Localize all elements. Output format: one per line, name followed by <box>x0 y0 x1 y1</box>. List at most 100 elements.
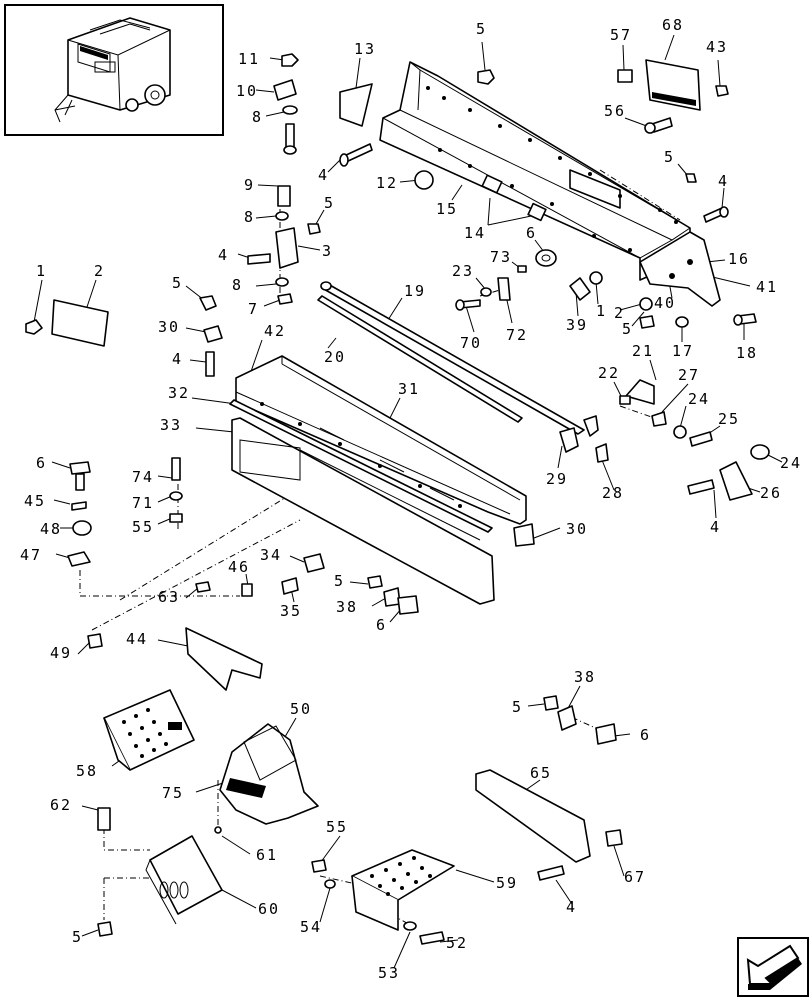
callout-5: 5 <box>72 928 83 946</box>
callout-58: 58 <box>76 762 98 780</box>
callout-29: 29 <box>546 470 568 488</box>
callout-23: 23 <box>452 262 474 280</box>
callout-54: 54 <box>300 918 322 936</box>
callout-8: 8 <box>244 208 255 226</box>
callout-68: 68 <box>662 16 684 34</box>
callout-70: 70 <box>460 334 482 352</box>
callout-45: 45 <box>24 492 46 510</box>
callout-24: 24 <box>688 390 710 408</box>
callout-6: 6 <box>640 726 651 744</box>
callout-4: 4 <box>172 350 183 368</box>
callout-18: 18 <box>736 344 758 362</box>
upper-cross-member <box>379 61 691 281</box>
callout-21: 21 <box>632 342 654 360</box>
callout-1: 1 <box>36 262 47 280</box>
callout-26: 26 <box>760 484 782 502</box>
callout-1: 1 <box>596 302 607 320</box>
callout-17: 17 <box>672 342 694 360</box>
callout-5: 5 <box>622 320 633 338</box>
callout-49: 49 <box>50 644 72 662</box>
callout-55: 55 <box>132 518 154 536</box>
hardware <box>25 53 770 691</box>
callout-4: 4 <box>718 172 729 190</box>
callout-62: 62 <box>50 796 72 814</box>
callout-32: 32 <box>168 384 190 402</box>
callout-27: 27 <box>678 366 700 384</box>
callout-13: 13 <box>354 40 376 58</box>
callout-38: 38 <box>336 598 358 616</box>
callout-71: 71 <box>132 494 154 512</box>
callout-59: 59 <box>496 874 518 892</box>
callout-31: 31 <box>398 380 420 398</box>
callout-5: 5 <box>664 148 675 166</box>
rods <box>317 281 599 453</box>
callout-42: 42 <box>264 322 286 340</box>
callout-40: 40 <box>654 294 676 312</box>
callout-53: 53 <box>378 964 400 982</box>
callout-46: 46 <box>228 558 250 576</box>
callout-5: 5 <box>512 698 523 716</box>
callout-4: 4 <box>710 518 721 536</box>
callout-57: 57 <box>610 26 632 44</box>
callout-44: 44 <box>126 630 148 648</box>
callout-39: 39 <box>566 316 588 334</box>
callout-4: 4 <box>318 166 329 184</box>
callout-5: 5 <box>172 274 183 292</box>
callout-43: 43 <box>706 38 728 56</box>
callout-63: 63 <box>158 588 180 606</box>
callout-14: 14 <box>464 224 486 242</box>
callout-60: 60 <box>258 900 280 918</box>
callout-6: 6 <box>376 616 387 634</box>
baler-thumbnail-icon <box>4 4 224 136</box>
callout-11: 11 <box>238 50 260 68</box>
callout-28: 28 <box>602 484 624 502</box>
callout-2: 2 <box>94 262 105 280</box>
callout-9: 9 <box>244 176 255 194</box>
lower-guards <box>97 689 623 945</box>
callout-7: 7 <box>248 300 259 318</box>
callout-50: 50 <box>290 700 312 718</box>
callout-38: 38 <box>574 668 596 686</box>
callout-52: 52 <box>446 934 468 952</box>
callout-5: 5 <box>334 572 345 590</box>
callout-48: 48 <box>40 520 62 538</box>
side-bracket <box>639 231 721 307</box>
callout-56: 56 <box>604 102 626 120</box>
callout-35: 35 <box>280 602 302 620</box>
callout-4: 4 <box>566 898 577 916</box>
callout-6: 6 <box>526 224 537 242</box>
callout-5: 5 <box>476 20 487 38</box>
callout-30: 30 <box>158 318 180 336</box>
next-page-arrow-icon[interactable] <box>737 937 809 997</box>
callout-47: 47 <box>20 546 42 564</box>
callout-75: 75 <box>162 784 184 802</box>
callout-74: 74 <box>132 468 154 486</box>
callout-4: 4 <box>218 246 229 264</box>
callout-72: 72 <box>506 326 528 344</box>
callout-8: 8 <box>232 276 243 294</box>
callout-6: 6 <box>36 454 47 472</box>
callout-73: 73 <box>490 248 512 266</box>
callout-5: 5 <box>324 194 335 212</box>
callout-10: 10 <box>236 82 258 100</box>
callout-19: 19 <box>404 282 426 300</box>
callout-2: 2 <box>614 304 625 322</box>
callout-8: 8 <box>252 108 263 126</box>
callout-15: 15 <box>436 200 458 218</box>
callout-33: 33 <box>160 416 182 434</box>
callout-22: 22 <box>598 364 620 382</box>
callout-3: 3 <box>322 242 333 260</box>
callout-41: 41 <box>756 278 778 296</box>
callout-25: 25 <box>718 410 740 428</box>
callout-20: 20 <box>324 348 346 366</box>
lower-shield-assembly <box>229 355 527 605</box>
callout-67: 67 <box>624 868 646 886</box>
callout-16: 16 <box>728 250 750 268</box>
callout-34: 34 <box>260 546 282 564</box>
callout-55: 55 <box>326 818 348 836</box>
callout-30: 30 <box>566 520 588 538</box>
callout-24: 24 <box>780 454 802 472</box>
callout-65: 65 <box>530 764 552 782</box>
callout-61: 61 <box>256 846 278 864</box>
